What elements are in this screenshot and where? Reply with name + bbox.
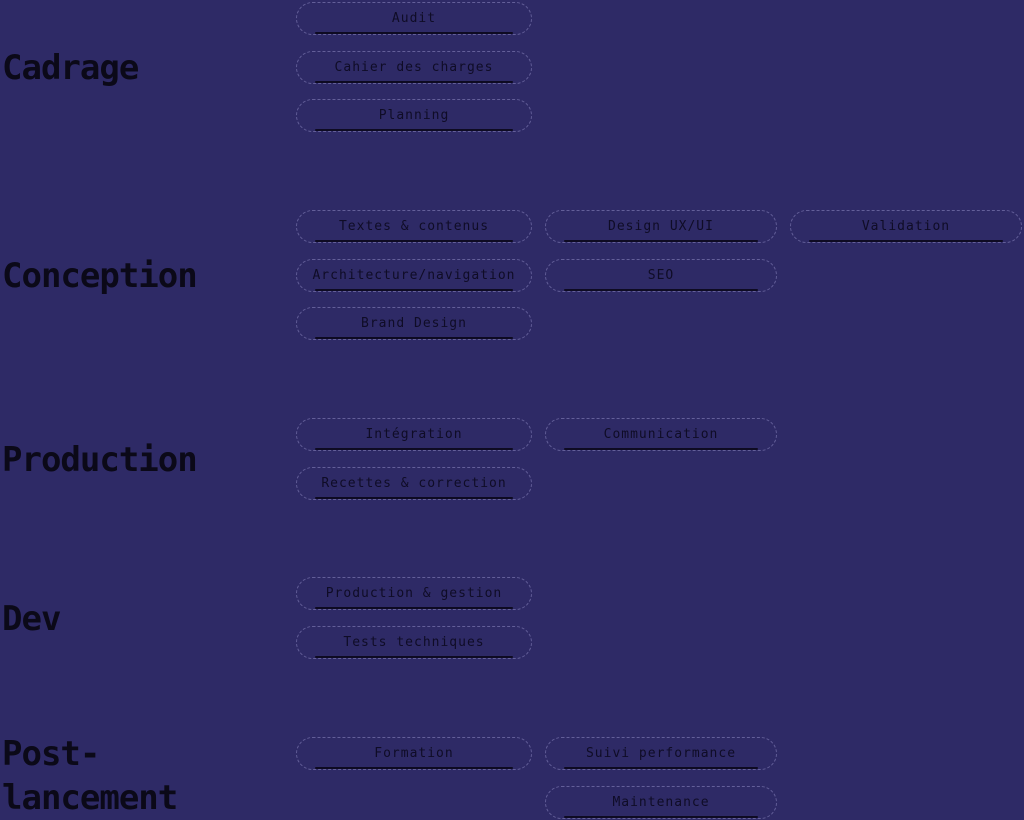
task-pill-audit[interactable]: Audit: [296, 2, 532, 35]
task-pill-label: Maintenance: [612, 794, 710, 810]
phase-label-dev: Dev: [2, 597, 61, 641]
task-pill-recettes-correction[interactable]: Recettes & correction: [296, 466, 532, 500]
phase-label-line: Production: [2, 440, 198, 480]
task-pill-tests-techniques[interactable]: Tests techniques: [296, 625, 532, 659]
task-pill-label: Audit: [391, 11, 437, 26]
phase-label-post-lancement: Post-lancement: [2, 732, 178, 820]
task-pill-label: Recettes & correction: [321, 475, 507, 491]
phase-label-line: lancement: [2, 778, 178, 818]
task-pill-label: Architecture/navigation: [312, 267, 516, 283]
task-pill-label: Suivi performance: [585, 746, 737, 761]
task-pill-maintenance[interactable]: Maintenance: [545, 785, 777, 819]
task-pill-design-ux-ui[interactable]: Design UX/UI: [545, 210, 777, 243]
task-pill-label: Planning: [378, 108, 450, 123]
phase-label-line: Conception: [2, 256, 198, 296]
task-pill-cahier-des-charges[interactable]: Cahier des charges: [296, 50, 532, 84]
task-pill-validation[interactable]: Validation: [790, 210, 1022, 243]
task-pill-label: Formation: [374, 746, 454, 761]
task-pill-label: Intégration: [365, 427, 463, 442]
task-pill-label: Tests techniques: [343, 634, 485, 650]
task-pill-label: Production & gestion: [325, 586, 503, 601]
task-pill-label: Design UX/UI: [608, 219, 714, 234]
phase-label-production: Production: [2, 438, 198, 482]
task-pill-textes-contenus[interactable]: Textes & contenus: [296, 210, 532, 243]
task-pill-label: SEO: [647, 267, 675, 283]
task-pill-suivi-performance[interactable]: Suivi performance: [545, 737, 777, 770]
task-pill-production-gestion[interactable]: Production & gestion: [296, 577, 532, 610]
task-pill-label: Brand Design: [361, 316, 467, 331]
task-pill-label: Validation: [861, 219, 951, 234]
task-pill-planning[interactable]: Planning: [296, 99, 532, 132]
task-pill-seo[interactable]: SEO: [545, 258, 777, 292]
task-pill-formation[interactable]: Formation: [296, 737, 532, 770]
task-pill-label: Cahier des charges: [334, 59, 494, 75]
task-pill-label: Communication: [603, 427, 719, 442]
task-pill-int-gration[interactable]: Intégration: [296, 418, 532, 451]
phase-label-line: Dev: [2, 599, 61, 639]
task-pill-architecture-navigation[interactable]: Architecture/navigation: [296, 258, 532, 292]
phase-label-line: Post-: [2, 734, 100, 774]
phase-label-conception: Conception: [2, 254, 198, 298]
phase-label-cadrage: Cadrage: [2, 46, 139, 90]
task-pill-communication[interactable]: Communication: [545, 418, 777, 451]
task-pill-label: Textes & contenus: [338, 219, 490, 234]
phase-label-line: Cadrage: [2, 48, 139, 88]
task-pill-brand-design[interactable]: Brand Design: [296, 307, 532, 340]
